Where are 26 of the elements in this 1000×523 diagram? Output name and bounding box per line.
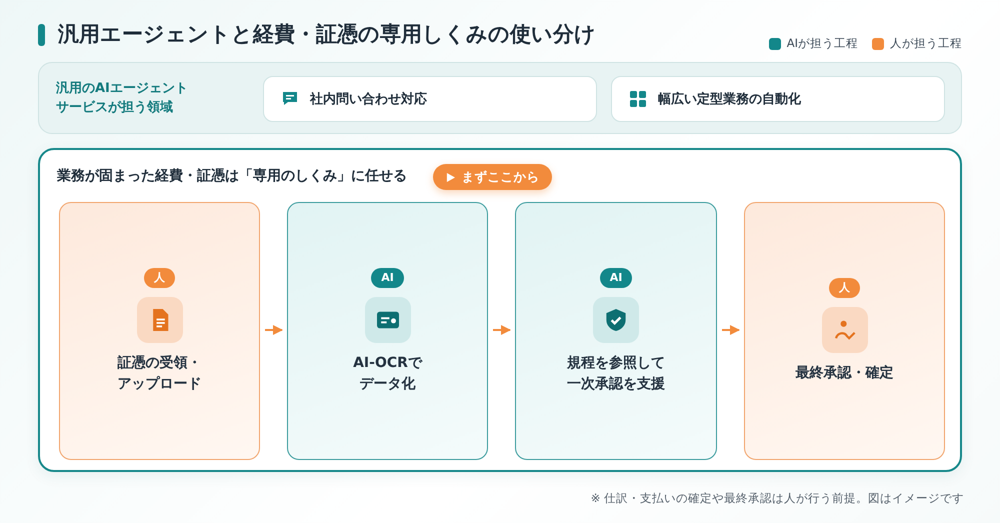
legend-label: 人が担う工程 bbox=[890, 36, 962, 51]
step-label: AI-OCRでデータ化 bbox=[352, 354, 424, 394]
main-panel bbox=[38, 148, 962, 472]
arrow bbox=[493, 325, 511, 335]
step-card bbox=[515, 202, 717, 460]
arrow bbox=[265, 325, 283, 335]
step-label: 最終承認・確定 bbox=[794, 364, 894, 383]
step-card bbox=[287, 202, 488, 460]
arrow bbox=[722, 325, 740, 335]
title: 汎用エージェントと経費・証憑の専用しくみの使い分け bbox=[58, 21, 596, 48]
panel-heading: 業務が固まった経費・証憑は「専用のしくみ」に任せる bbox=[57, 167, 407, 185]
area-label: 汎用のAIエージェントサービスが担う領域 bbox=[56, 80, 189, 117]
footnote: ※ 仕訳・支払いの確定や最終承認は人が行う前提。図はイメージです bbox=[590, 491, 964, 506]
step-card bbox=[744, 202, 945, 460]
role-tag: AI bbox=[600, 268, 632, 288]
role-tag: 人 bbox=[829, 278, 860, 298]
step-label: 規程を参照して一次承認を支援 bbox=[566, 354, 666, 394]
feature-box: 社内問い合わせ対応 bbox=[263, 76, 597, 122]
role-tag: AI bbox=[371, 268, 404, 288]
area-band bbox=[38, 62, 962, 134]
step-card bbox=[59, 202, 260, 460]
legend-label: AIが担う工程 bbox=[786, 36, 858, 51]
step-label: 証憑の受領・アップロード bbox=[116, 354, 202, 394]
role-tag: 人 bbox=[144, 268, 175, 288]
feature-box: 幅広い定型業務の自動化 bbox=[611, 76, 945, 122]
start-here-button: まずここから bbox=[433, 164, 552, 190]
